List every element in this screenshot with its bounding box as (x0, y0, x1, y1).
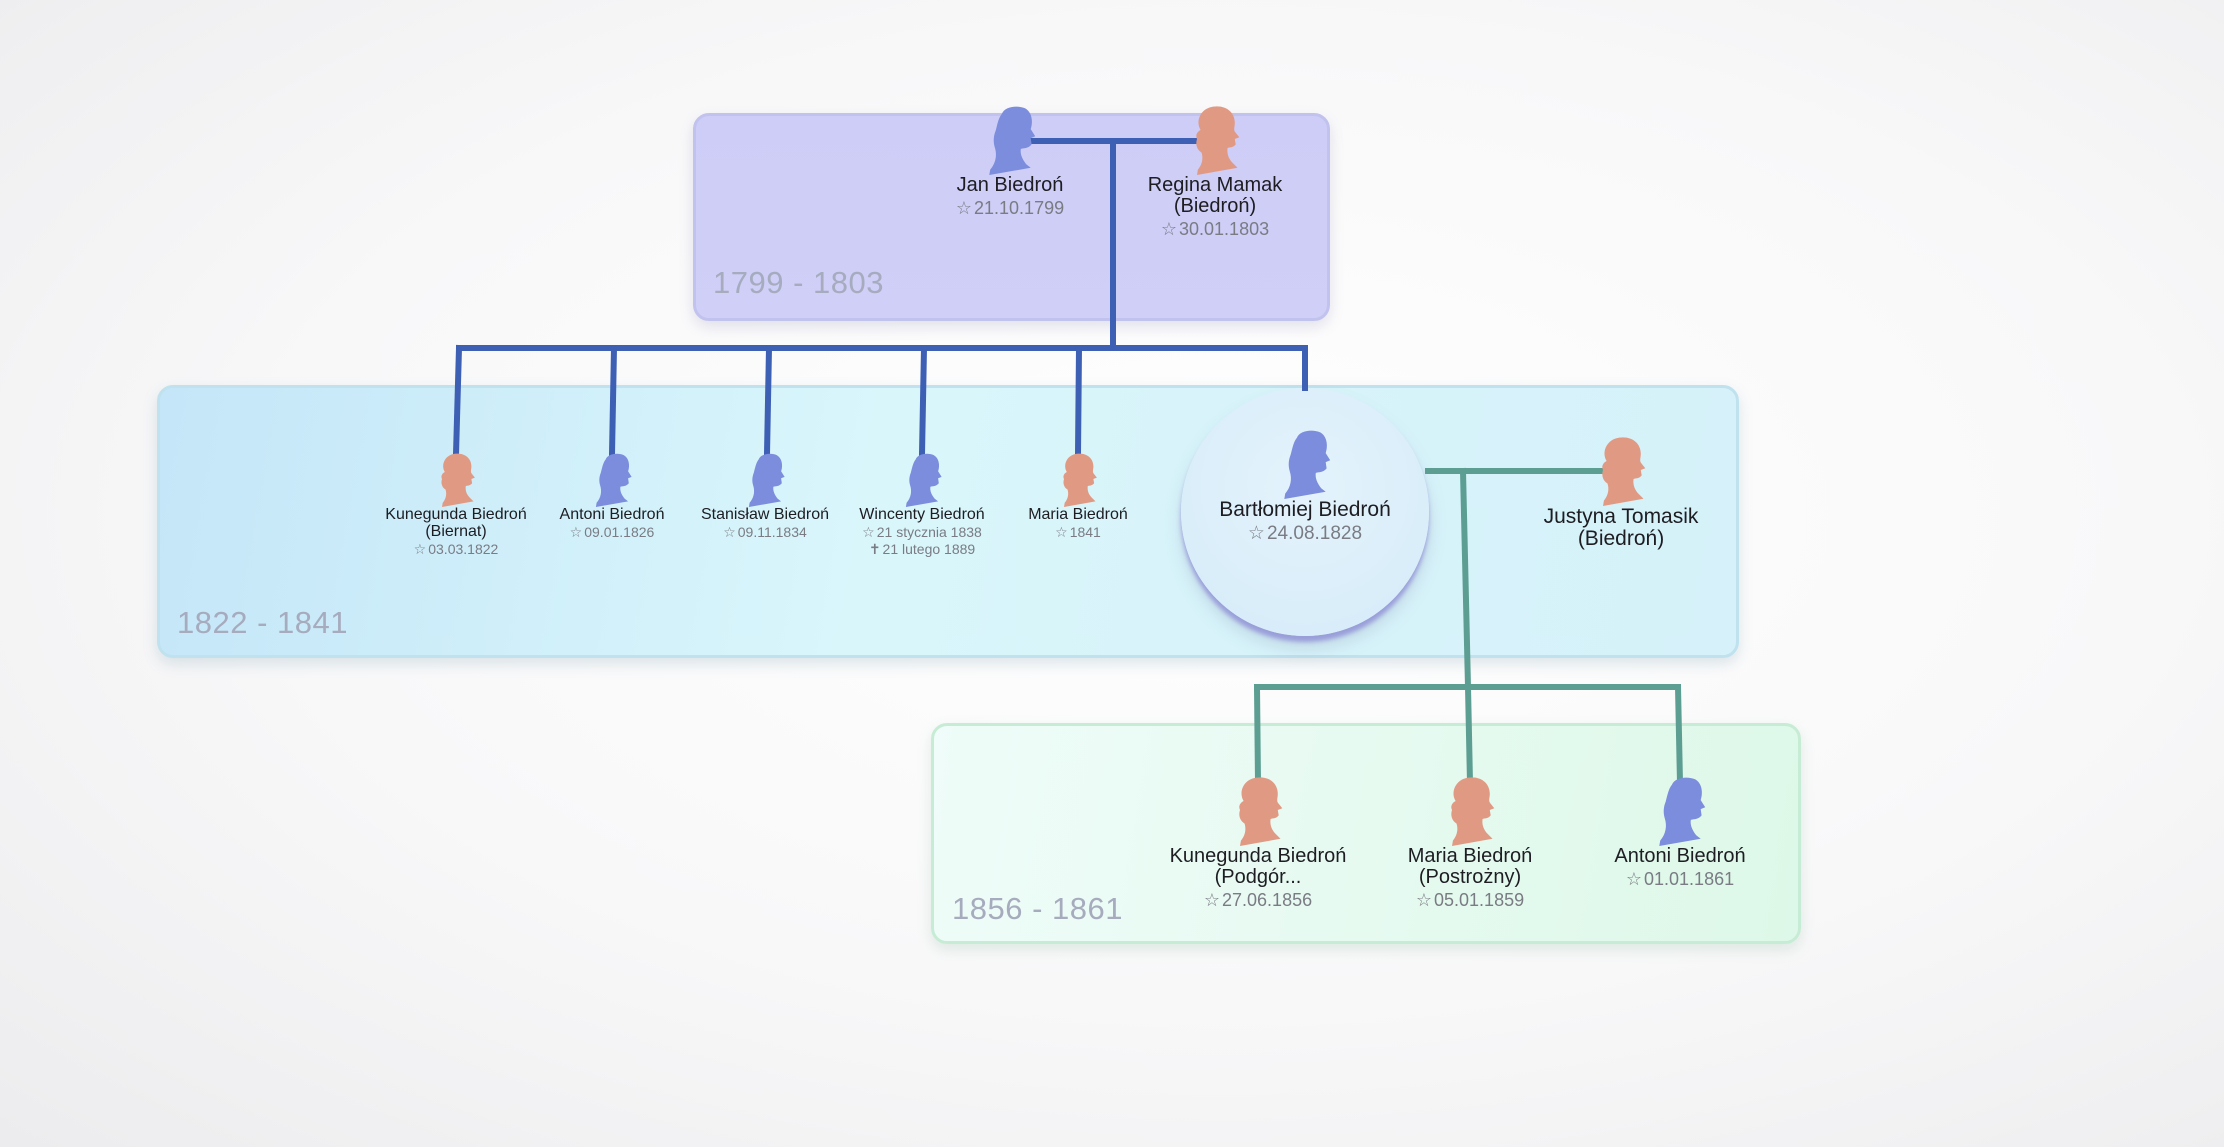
person-card-focus[interactable]: Bartłomiej Biedroń 24.08.1828 (1210, 427, 1400, 546)
focus-person-highlight (1181, 388, 1429, 636)
female-silhouette-icon (1531, 434, 1711, 506)
generation-label: 1856 - 1861 (952, 891, 1123, 926)
male-silhouette-icon (845, 451, 999, 507)
female-silhouette-icon (1380, 774, 1560, 846)
generation-panel: 1856 - 1861 (931, 723, 1801, 944)
person-card[interactable]: Antoni Biedroń 01.01.1861 (1590, 774, 1770, 891)
birth-date: 03.03.1822 (381, 541, 531, 558)
person-name: Justyna Tomasik (Biedroń) (1543, 505, 1699, 551)
birth-date: 30.01.1803 (1133, 219, 1297, 241)
person-name: Maria Biedroń (Postrożny) (1407, 845, 1533, 888)
child-link (763, 344, 773, 458)
birth-date: 21.10.1799 (935, 198, 1085, 220)
female-silhouette-icon (381, 451, 531, 507)
generation-label: 1799 - 1803 (713, 265, 884, 300)
female-silhouette-icon (1163, 774, 1353, 846)
death-date: 21 lutego 1889 (845, 541, 999, 558)
child-link (1464, 683, 1474, 787)
birth-date: 01.01.1861 (1590, 869, 1770, 891)
person-name: Kunegunda Biedroń (Biernat) (385, 506, 527, 540)
generation-panel: 1822 - 1841 (157, 385, 1739, 658)
person-name: Maria Biedroń (1028, 506, 1128, 523)
person-name: Bartłomiej Biedroń (1219, 498, 1391, 521)
male-silhouette-icon (935, 103, 1085, 175)
person-card[interactable]: Jan Biedroń 21.10.1799 (935, 103, 1085, 220)
person-card[interactable]: Kunegunda Biedroń (Biernat) 03.03.1822 (381, 451, 531, 557)
male-silhouette-icon (1210, 427, 1400, 499)
birth-date: 21 stycznia 1838 (845, 524, 999, 541)
birth-date: 05.01.1859 (1380, 890, 1560, 912)
birth-date: 27.06.1856 (1163, 890, 1353, 912)
child-link (1253, 683, 1262, 787)
person-name: Kunegunda Biedroń (Podgór... (1169, 845, 1347, 888)
person-card[interactable]: Regina Mamak (Biedroń) 30.01.1803 (1133, 103, 1297, 241)
person-card[interactable]: Maria Biedroń (Postrożny) 05.01.1859 (1380, 774, 1560, 912)
male-silhouette-icon (1590, 774, 1770, 846)
child-link (1074, 344, 1083, 458)
person-card[interactable]: Justyna Tomasik (Biedroń) (1531, 434, 1711, 550)
person-card[interactable]: Maria Biedroń 1841 (1003, 451, 1153, 541)
birth-date: 24.08.1828 (1210, 523, 1400, 546)
person-name: Jan Biedroń (956, 174, 1064, 196)
person-card[interactable]: Antoni Biedroń 09.01.1826 (537, 451, 687, 541)
female-silhouette-icon (1003, 451, 1153, 507)
birth-date: 1841 (1003, 524, 1153, 541)
child-link (608, 344, 618, 458)
female-silhouette-icon (1133, 103, 1297, 175)
person-name: Stanisław Biedroń (700, 506, 830, 523)
birth-date: 09.01.1826 (537, 524, 687, 541)
person-card[interactable]: Stanisław Biedroń 09.11.1834 (690, 451, 840, 541)
person-card[interactable]: Wincenty Biedroń 21 stycznia 1838 21 lut… (845, 451, 999, 557)
person-card[interactable]: Kunegunda Biedroń (Podgór... 27.06.1856 (1163, 774, 1353, 912)
child-link (918, 344, 928, 458)
person-name: Antoni Biedroń (559, 506, 665, 523)
male-silhouette-icon (537, 451, 687, 507)
child-link (1674, 683, 1684, 787)
child-link (452, 344, 463, 458)
birth-date: 09.11.1834 (690, 524, 840, 541)
generation-label: 1822 - 1841 (177, 605, 348, 640)
person-name: Wincenty Biedroń (859, 506, 985, 523)
person-name: Regina Mamak (Biedroń) (1147, 174, 1283, 217)
family-trunk-link (1459, 467, 1472, 691)
male-silhouette-icon (690, 451, 840, 507)
person-name: Antoni Biedroń (1614, 845, 1746, 867)
